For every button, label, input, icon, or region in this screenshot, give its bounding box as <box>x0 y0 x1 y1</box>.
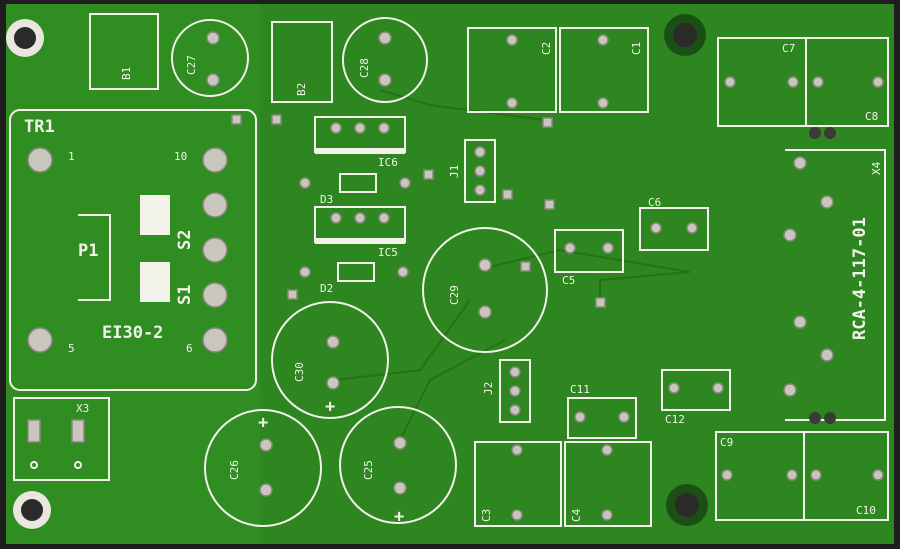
tr1-outline <box>9 109 257 391</box>
svg-text:X4: X4 <box>870 161 883 175</box>
board-id-label: RCA-4-117-01 <box>850 217 870 340</box>
b1-outline <box>89 13 159 90</box>
svg-text:D2: D2 <box>320 282 333 295</box>
c27-outline: C27 <box>171 19 249 97</box>
svg-text:C6: C6 <box>648 196 661 209</box>
d3-outline: D3 <box>299 173 411 206</box>
c1-outline: C1 <box>559 27 649 113</box>
j1-outline: J1 <box>448 139 496 203</box>
c3-outline: C3 <box>474 441 562 527</box>
tr1-label: TR1 <box>24 117 55 137</box>
svg-text:C11: C11 <box>570 383 590 396</box>
svg-text:C28: C28 <box>358 58 371 78</box>
c5-outline: C5 <box>554 229 624 287</box>
x4-connector-outline: X4 RCA-4-117-01 <box>783 127 886 424</box>
svg-text:IC5: IC5 <box>378 246 398 259</box>
svg-text:J2: J2 <box>482 382 495 395</box>
c26-outline: C26 + <box>204 409 322 527</box>
ic5-outline: IC5 <box>314 206 406 259</box>
mounting-hole <box>664 14 706 56</box>
p1-label: P1 <box>78 241 98 261</box>
svg-text:C10: C10 <box>856 504 876 517</box>
c30-outline: C30 + <box>271 301 389 419</box>
c6-outline: C6 <box>639 196 709 251</box>
svg-text:C30: C30 <box>293 362 306 382</box>
c2-outline: C2 <box>467 27 557 113</box>
c29-outline: C29 <box>422 227 548 353</box>
svg-text:C4: C4 <box>570 508 583 522</box>
c25-outline: C25 + <box>339 406 457 527</box>
c10-outline: C10 <box>803 431 889 521</box>
x3-outline: X3 <box>13 397 110 481</box>
svg-text:+: + <box>394 507 404 527</box>
svg-text:C25: C25 <box>362 460 375 480</box>
mounting-hole <box>13 491 51 529</box>
c9-outline: C9 <box>715 431 805 521</box>
svg-text:IC6: IC6 <box>378 156 398 169</box>
b2-label: B2 <box>295 83 308 96</box>
svg-text:C2: C2 <box>540 42 553 55</box>
svg-text:C3: C3 <box>480 509 493 522</box>
ei30-label: EI30-2 <box>102 323 163 343</box>
c4-outline: C4 <box>564 441 652 527</box>
svg-text:J1: J1 <box>448 165 461 178</box>
pin-label: 10 <box>174 150 187 163</box>
svg-text:C5: C5 <box>562 274 575 287</box>
b2-outline <box>271 21 333 103</box>
ic6-outline: IC6 <box>314 116 406 169</box>
svg-text:C8: C8 <box>865 110 878 123</box>
svg-text:C27: C27 <box>185 55 198 75</box>
pin-label: 6 <box>186 342 193 355</box>
b1-label: B1 <box>120 67 133 80</box>
pin-label: 1 <box>68 150 75 163</box>
svg-text:+: + <box>258 413 268 433</box>
svg-text:C1: C1 <box>630 42 643 55</box>
c8-outline: C8 <box>805 37 889 127</box>
svg-text:X3: X3 <box>76 402 89 415</box>
c28-outline: C28 <box>342 17 428 103</box>
svg-text:C12: C12 <box>665 413 685 426</box>
c11-outline: C11 <box>567 383 637 439</box>
svg-text:C7: C7 <box>782 42 795 55</box>
d2-outline: D2 <box>299 262 409 295</box>
c12-outline: C12 <box>661 369 731 426</box>
svg-text:C26: C26 <box>228 460 241 480</box>
svg-text:D3: D3 <box>320 193 333 206</box>
svg-text:+: + <box>325 397 335 417</box>
s1-label: S1 <box>175 285 195 305</box>
svg-text:C29: C29 <box>448 285 461 305</box>
mounting-hole <box>6 19 44 57</box>
s2-label: S2 <box>175 230 195 250</box>
mounting-hole <box>666 484 708 526</box>
pin-label: 5 <box>68 342 75 355</box>
j2-outline: J2 <box>482 359 531 423</box>
svg-text:C9: C9 <box>720 436 733 449</box>
